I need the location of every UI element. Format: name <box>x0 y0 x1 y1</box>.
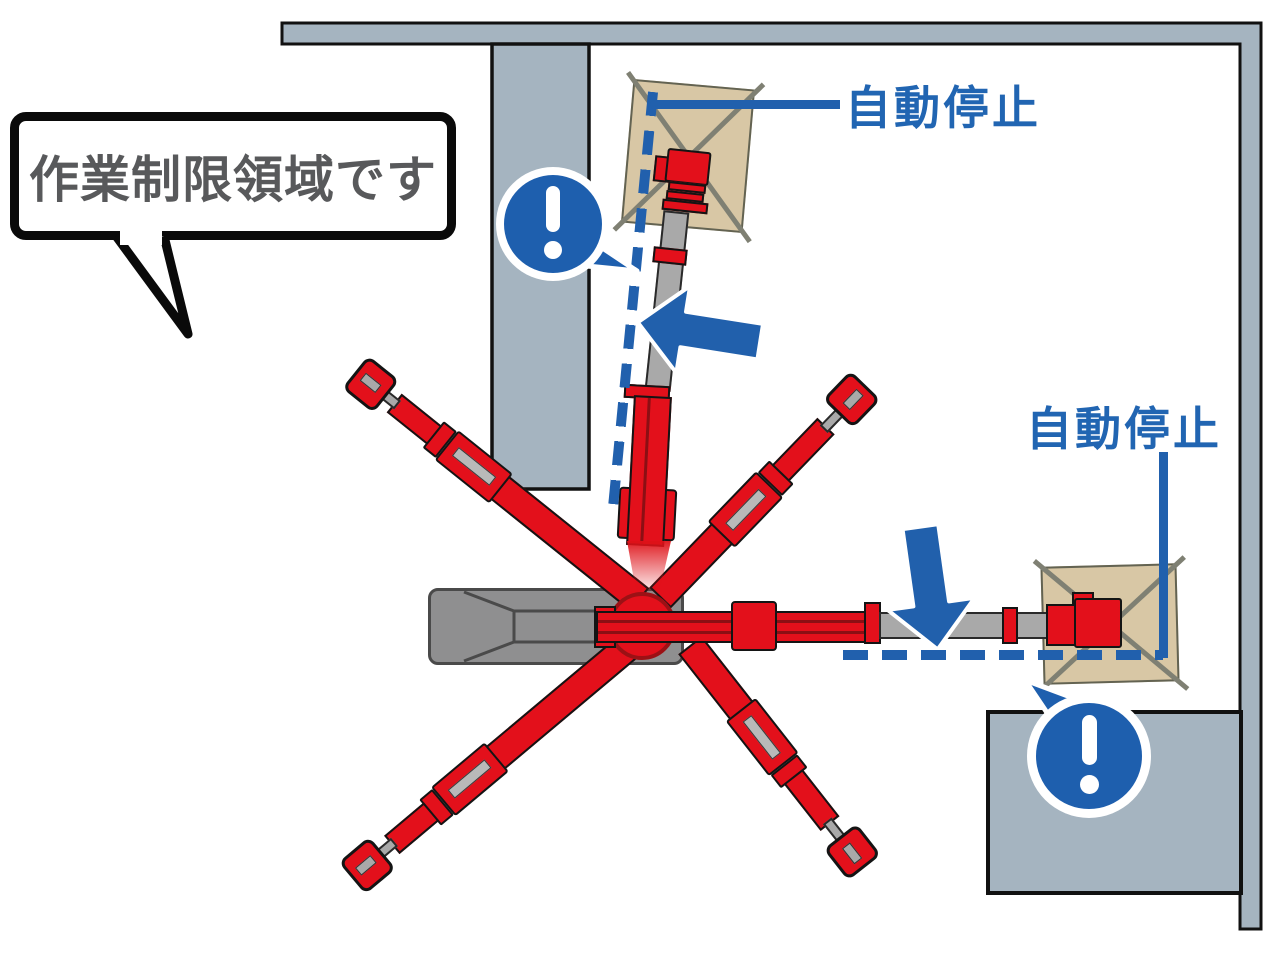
outrigger-pad-slot <box>359 372 382 394</box>
exclamation-icon <box>546 186 560 232</box>
warning-badge <box>504 175 602 273</box>
limit-line-horizontal <box>843 650 1163 660</box>
right-boom-collar <box>731 601 777 651</box>
upper-boom <box>626 395 672 547</box>
arrow-down-icon <box>885 522 977 652</box>
auto-stop-label-right: 自動停止 <box>1026 403 1222 455</box>
speech-bubble-text: 作業制限領域です <box>29 152 437 208</box>
speech-bubble-tail <box>112 230 193 339</box>
auto-stop-label-top: 自動停止 <box>845 82 1041 134</box>
exclamation-icon <box>1082 715 1097 765</box>
outrigger-piston <box>742 715 781 760</box>
warning-badge <box>1036 703 1142 809</box>
outrigger-pad-slot <box>842 388 864 411</box>
outrigger-piston <box>447 759 492 799</box>
callout-line-right <box>1159 452 1168 658</box>
wall-top-right <box>280 21 1263 931</box>
outrigger-piston <box>451 447 497 486</box>
right-boom-head-block <box>1074 598 1122 648</box>
exclamation-icon <box>1080 775 1099 794</box>
boom-seam <box>640 397 651 544</box>
outrigger-pad-slot <box>354 855 377 876</box>
exclamation-icon <box>544 241 562 259</box>
outrigger-pad-slot <box>842 842 863 865</box>
right-boom-head-rings <box>1046 604 1076 646</box>
callout-line-top <box>650 100 840 109</box>
speech-bubble: 作業制限領域です <box>10 112 456 240</box>
right-boom-ring <box>1002 607 1018 644</box>
upper-boom-ring <box>652 246 688 266</box>
arrow-left-icon <box>635 284 766 375</box>
